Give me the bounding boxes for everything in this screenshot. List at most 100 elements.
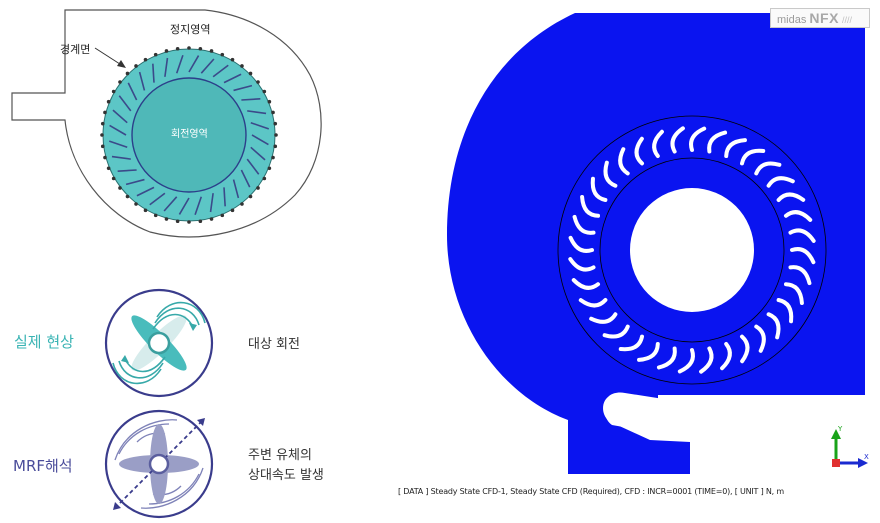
boundary-dot (198, 219, 203, 224)
boundary-dot (164, 49, 169, 53)
boundary-dot (273, 121, 278, 126)
boundary-dot (106, 99, 111, 104)
blade-line (127, 82, 138, 101)
boundary-dot (143, 208, 148, 213)
boundary-dot (248, 194, 253, 199)
cfd-blade-slot (689, 126, 707, 152)
axis-triad: Y X (831, 425, 869, 468)
cfd-blade-slot (568, 235, 594, 253)
boundary-dot (230, 57, 235, 62)
boundary-dot (111, 89, 116, 94)
blade-line (241, 98, 261, 101)
boundary-dot (118, 186, 122, 190)
actual-phenomenon-label: 실제 현상 (14, 333, 74, 351)
cfd-blade-slot (776, 192, 806, 202)
blade-line (164, 57, 169, 77)
mrf-analysis-label: MRF해석 (13, 457, 73, 475)
blade-line (194, 196, 203, 216)
cfd-blade-slot (766, 176, 795, 188)
cfd-blade-slot (740, 334, 750, 364)
boundary-dot (220, 52, 225, 57)
cfd-blade-slots (568, 126, 816, 374)
mrf-fan-icon (104, 409, 214, 519)
boundary-dot (118, 80, 122, 84)
blade-line (223, 187, 226, 207)
blade-line (240, 169, 251, 188)
cfd-blade-slot (754, 324, 766, 353)
blade-line (251, 134, 269, 146)
cfd-blade-slot (652, 129, 664, 159)
boundary-dot (209, 217, 214, 221)
boundary-dot (230, 208, 235, 213)
cfd-blade-slot (618, 334, 644, 352)
cfd-blade-slot (578, 298, 608, 308)
actual-fan-icon (104, 288, 214, 398)
cfd-blade-slot (707, 130, 728, 154)
boundary-dot (103, 110, 107, 115)
boundary-dot (248, 71, 253, 76)
x-axis-label: X (864, 453, 869, 461)
rotating-region-disc (131, 77, 247, 193)
outlet-notch (604, 392, 670, 430)
cfd-blade-slot (637, 341, 660, 362)
cfd-blade-slot (589, 312, 618, 324)
blade-line (112, 109, 128, 124)
boundary-dot (100, 144, 105, 149)
boundary-dot (134, 202, 138, 206)
boundary-dot (267, 166, 272, 171)
cfd-blade-slot (766, 312, 781, 340)
blade-line (200, 58, 215, 74)
boundary-dot (271, 110, 275, 115)
blade-line (188, 55, 200, 73)
cfd-blade-slot (590, 176, 608, 202)
boundary-dot (175, 46, 180, 51)
cfd-blade-slot (603, 160, 618, 188)
cfd-blade-slot (788, 228, 816, 243)
boundary-dots (100, 46, 278, 224)
blade-line (118, 95, 132, 112)
boundary-dot (262, 176, 267, 181)
mrf-description-line2: 상대속도 발생 (248, 468, 324, 483)
boundary-dot (240, 64, 244, 68)
status-line: [ DATA ] Steady State CFD-1, Steady Stat… (398, 487, 784, 496)
blade-line (246, 158, 260, 175)
blade-line (109, 124, 127, 136)
boundary-dot (125, 194, 130, 199)
cfd-blade-slot (677, 348, 695, 374)
mrf-description-line1: 주변 유체의 (248, 448, 312, 463)
boundary-dot (175, 219, 180, 224)
cfd-blade-slot (783, 210, 813, 222)
boundary-dot (271, 155, 275, 160)
blade-line (250, 146, 266, 161)
boundary-dot (273, 144, 278, 149)
boundary-dot (240, 202, 244, 206)
blade-line (111, 155, 131, 160)
boundary-dot (187, 46, 191, 50)
cfd-blade-slot (670, 126, 685, 154)
cfd-blade-slot (571, 278, 601, 290)
cfd-model-view: Y X (447, 13, 869, 474)
boundary-dot (100, 133, 104, 137)
boundary-dot (125, 71, 130, 76)
hub-hole (630, 188, 754, 312)
cfd-blade-slot (618, 147, 630, 176)
blade-line (209, 193, 214, 213)
cfd-blade-slot (754, 161, 782, 176)
boundary-dot (274, 133, 278, 137)
blade-line (108, 140, 128, 149)
boundary-arrow (94, 47, 124, 67)
blade-line (149, 192, 166, 206)
cfd-blade-slot (720, 341, 732, 371)
boundary-dot (267, 99, 272, 104)
cfd-blade-slot (572, 214, 596, 235)
boundary-dot (106, 166, 111, 171)
logo-brand: midas (777, 14, 807, 26)
cfd-blade-slot (790, 247, 816, 265)
boundary-dot (164, 217, 169, 221)
boundary-dot (198, 46, 203, 51)
cfd-blade-slot (580, 195, 601, 218)
boundary-dot (153, 52, 158, 57)
boundary-dot (143, 57, 148, 62)
blade-line (250, 121, 270, 130)
blade-line (125, 178, 145, 186)
